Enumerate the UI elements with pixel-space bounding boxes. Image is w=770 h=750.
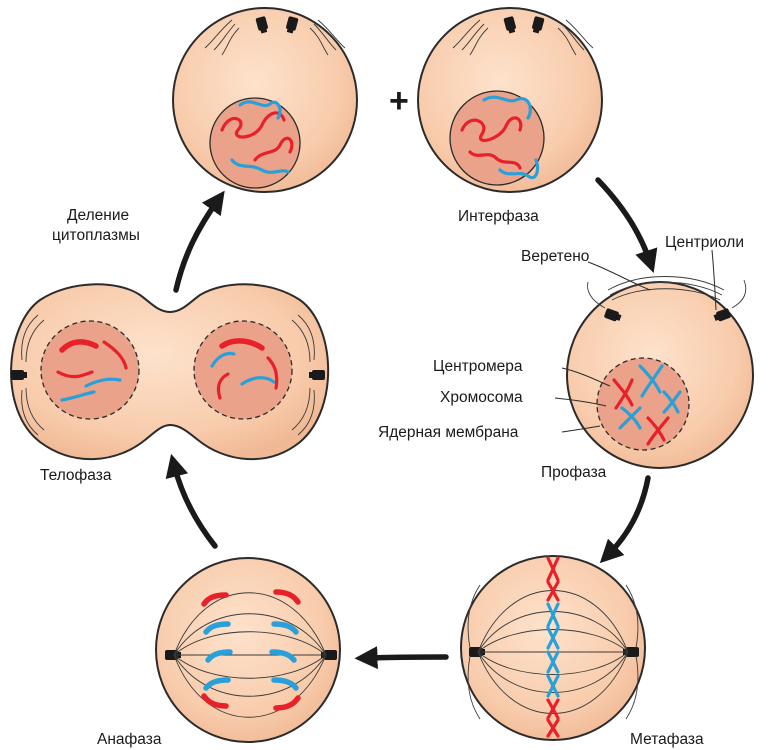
curved-arrow-icon — [165, 177, 658, 670]
spindle-fibers — [21, 314, 315, 436]
nucleus — [209, 97, 301, 189]
label-anaphase: Анафаза — [97, 731, 162, 748]
nucleus — [449, 90, 545, 186]
anaphase-cell — [155, 557, 341, 743]
spindle-fibers — [173, 592, 327, 718]
chromosomes-plate — [546, 556, 560, 738]
chromatids-right — [269, 589, 301, 711]
label-centromere: Центромера — [433, 358, 523, 375]
label-cytokinesis-line2: цитоплазмы — [52, 227, 140, 244]
label-spindle: Веретено — [521, 248, 589, 265]
label-interphase: Интерфаза — [458, 208, 539, 225]
spindle-fibers — [204, 19, 346, 56]
chromosomes-right — [210, 338, 279, 400]
chromatin — [460, 95, 540, 180]
spindle-fibers — [452, 19, 594, 56]
metaphase-cell — [460, 555, 646, 741]
label-prophase: Профаза — [541, 464, 607, 481]
telophase-cell — [10, 283, 330, 461]
chromatids-left — [201, 592, 233, 709]
label-metaphase: Метафаза — [630, 731, 704, 748]
nucleus-left — [40, 320, 140, 420]
label-nuclear-membrane: Ядерная мембрана — [378, 424, 519, 441]
interphase-cell-left — [172, 7, 358, 193]
label-telophase: Телофаза — [40, 467, 112, 484]
prophase-cell — [566, 276, 754, 469]
chromatin — [220, 100, 294, 174]
plus-sign: + — [389, 82, 409, 120]
spindle-fibers — [467, 584, 639, 720]
chromosomes-left — [56, 339, 128, 402]
label-cytokinesis-line1: Деление — [67, 207, 129, 224]
label-chromosome: Хромосома — [440, 389, 523, 406]
chromosomes — [612, 364, 682, 446]
nucleus-right — [193, 320, 293, 420]
label-pointers — [554, 249, 717, 433]
spindle-fibers — [587, 276, 747, 309]
interphase-cell-right — [417, 7, 603, 193]
label-centrioles: Центриоли — [665, 234, 744, 251]
